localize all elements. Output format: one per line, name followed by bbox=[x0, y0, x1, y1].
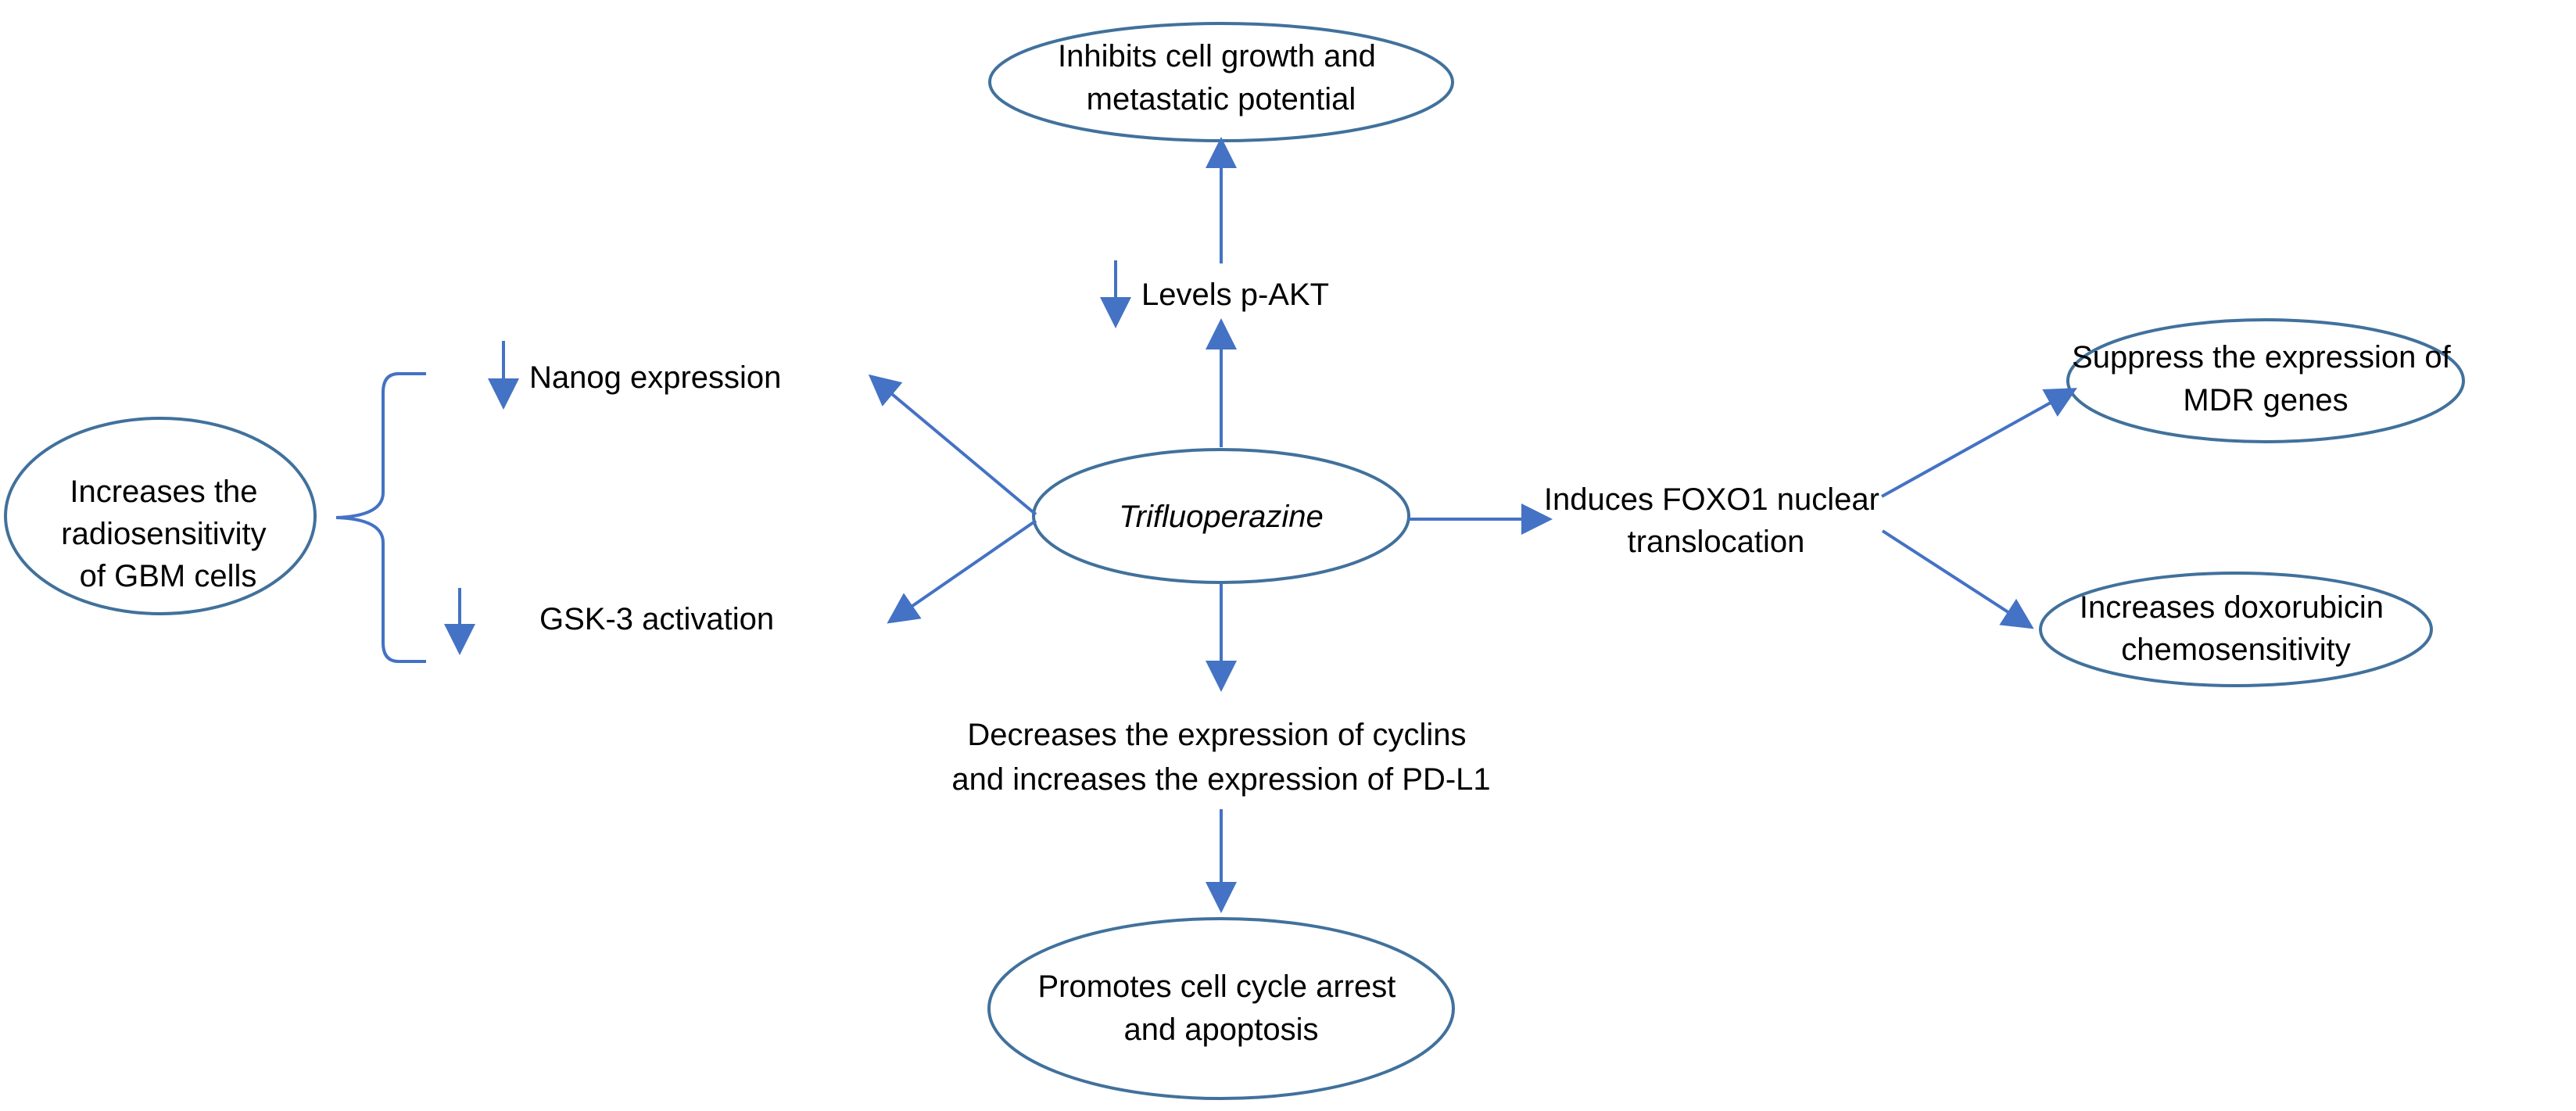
svg-text:Increases doxorubicin chem: Increases doxorubicin chemosensitivity bbox=[2080, 590, 2392, 667]
doxorubicin-label: chemosensitivity bbox=[2121, 633, 2350, 667]
edge-foxo1-to-mdr bbox=[1881, 388, 2077, 498]
apoptosis-node bbox=[987, 917, 1455, 1100]
center-label: Trifluoperazine bbox=[1119, 500, 1324, 534]
cyclins-label: Decreases the expression of cyclins bbox=[967, 718, 1466, 752]
radiosensitivity-label: Increases the bbox=[70, 475, 257, 509]
doxorubicin-node bbox=[2039, 572, 2433, 687]
radiosensitivity-label: radiosensitivity bbox=[61, 517, 266, 551]
edge-center-to-gsk3 bbox=[887, 519, 1037, 624]
svg-text:Inhibits cell growth and m: Inhibits cell growth and metastatic pote… bbox=[1058, 39, 1385, 116]
apoptosis-label: Promotes cell cycle arrest bbox=[1037, 969, 1395, 1004]
apoptosis-label: and apoptosis bbox=[1123, 1012, 1318, 1047]
center-node bbox=[1032, 448, 1410, 584]
mdr-label: MDR genes bbox=[2183, 383, 2348, 418]
svg-text:Decreases the expression of cy: Decreases the expression of cyclins and … bbox=[951, 718, 1490, 797]
inhibits-growth-label: metastatic potential bbox=[1087, 82, 1356, 116]
svg-text:Induces FOXO1 nuclear tran: Induces FOXO1 nuclear translocation bbox=[1544, 482, 1888, 559]
radiosensitivity-label: of GBM cells bbox=[80, 559, 257, 593]
grouping-brace bbox=[335, 372, 426, 663]
edge-center-to-nanog bbox=[868, 374, 1037, 516]
svg-text:Suppress the expression of: Suppress the expression of MDR genes bbox=[2072, 340, 2460, 418]
gsk3-label: GSK-3 activation bbox=[539, 602, 774, 636]
levels-pakt-label: Levels p-AKT bbox=[1141, 278, 1329, 312]
svg-text:Increases the radiosensiti: Increases the radiosensitivity of GBM ce… bbox=[61, 475, 274, 593]
foxo1-label: Induces FOXO1 nuclear bbox=[1544, 482, 1879, 517]
foxo1-label: translocation bbox=[1628, 525, 1805, 559]
mdr-label: Suppress the expression of bbox=[2072, 340, 2452, 375]
svg-text:Promotes cell cycle arrest: Promotes cell cycle arrest and apoptosis bbox=[1037, 969, 1404, 1047]
mdr-node bbox=[2066, 318, 2465, 443]
cyclins-label: and increases the expression of PD-L1 bbox=[951, 762, 1490, 797]
radiosensitivity-node bbox=[4, 417, 317, 615]
doxorubicin-label: Increases doxorubicin bbox=[2080, 590, 2384, 625]
nanog-label: Nanog expression bbox=[529, 360, 781, 395]
edge-foxo1-to-doxorubicin bbox=[1881, 529, 2034, 629]
inhibits-growth-label: Inhibits cell growth and bbox=[1058, 39, 1376, 73]
